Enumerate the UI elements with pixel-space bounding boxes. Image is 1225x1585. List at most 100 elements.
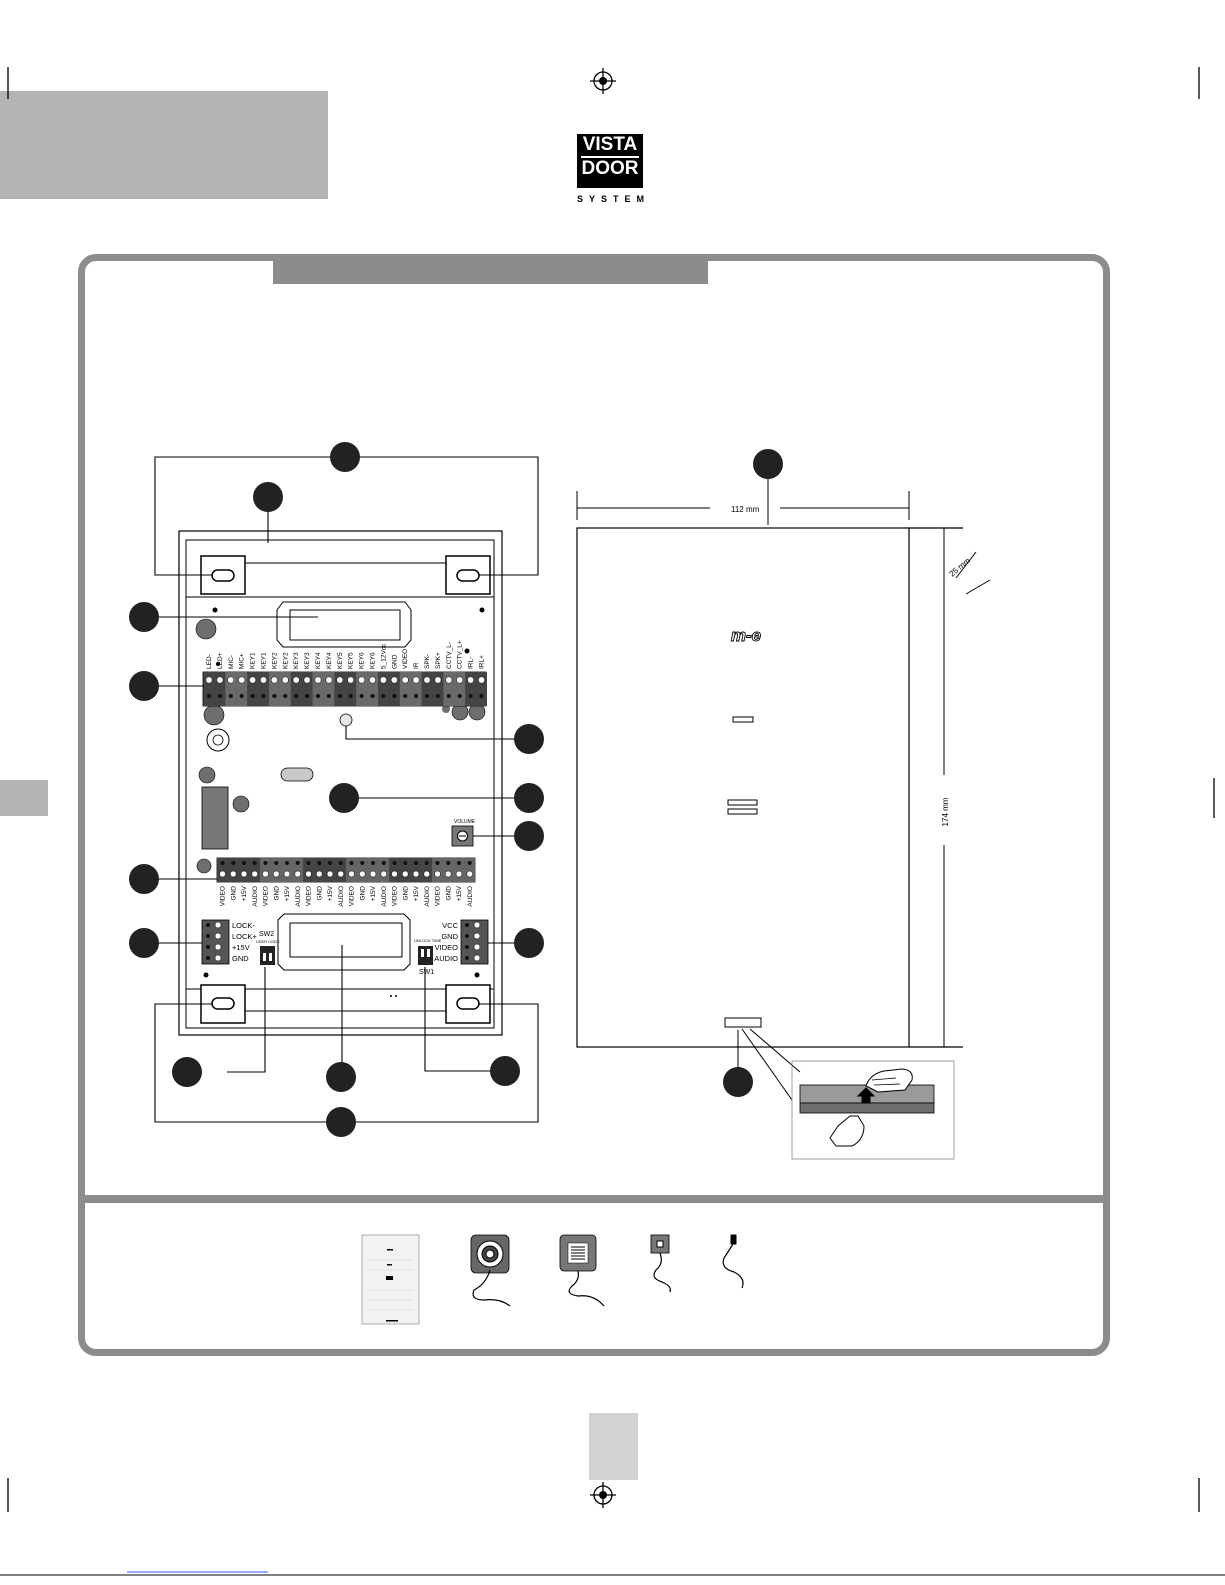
terminal-label: KEY1 xyxy=(261,652,268,669)
terminal-socket xyxy=(272,694,277,698)
terminal-label: VIDEO xyxy=(392,886,399,906)
terminal-socket xyxy=(359,694,364,698)
section-divider xyxy=(78,1195,1110,1203)
terminal-label: AUDIO xyxy=(252,886,259,907)
sw1-sublabel: UNLOCK TIME xyxy=(414,938,442,943)
terminal-screw xyxy=(369,870,377,878)
section-header-bar xyxy=(273,260,708,284)
volume-label: VOLUME xyxy=(454,819,476,825)
terminal-label: KEY2 xyxy=(282,652,289,669)
terminal-socket xyxy=(414,861,418,865)
terminal-screw xyxy=(423,676,431,684)
terminal-socket xyxy=(457,861,461,865)
terminal-socket xyxy=(465,934,469,938)
terminal-label: VIDEO xyxy=(402,649,409,669)
width-dimension xyxy=(576,479,910,525)
terminal-screw xyxy=(270,676,278,684)
volume-knob[interactable] xyxy=(451,825,474,847)
terminal-socket xyxy=(206,934,210,938)
terminal-socket xyxy=(424,861,429,865)
angle-label: 25 mm xyxy=(948,556,973,579)
terminal-screw xyxy=(219,870,226,878)
terminal-screw xyxy=(273,870,280,878)
terminal-socket xyxy=(228,694,233,698)
terminal-label: LED+ xyxy=(217,652,224,669)
terminal-screw xyxy=(214,921,222,929)
terminal-label: AUDIO xyxy=(467,886,474,907)
terminal-screw xyxy=(260,676,267,684)
terminal-socket xyxy=(465,945,469,949)
terminal-label: GND xyxy=(402,886,409,901)
terminal-socket xyxy=(465,956,469,960)
terminal-screw xyxy=(240,870,248,878)
terminal-label: KEY1 xyxy=(250,652,257,669)
terminal-socket xyxy=(283,694,288,698)
terminal-label: GND xyxy=(273,886,280,901)
terminal-screw xyxy=(281,676,289,684)
terminal-screw xyxy=(262,870,269,878)
sw1-dip-switch[interactable] xyxy=(418,946,433,965)
terminal-screw xyxy=(303,676,311,684)
terminal-label: KEY3 xyxy=(304,652,311,669)
terminal-label: IRL+ xyxy=(479,655,486,669)
terminal-socket xyxy=(371,861,375,865)
terminal-screw xyxy=(205,676,213,684)
bottom-window xyxy=(277,913,411,971)
side-grey-tab xyxy=(0,780,48,816)
terminal-screw xyxy=(283,870,291,878)
terminal-screw xyxy=(336,676,344,684)
terminal-socket xyxy=(465,923,469,927)
terminal-socket xyxy=(231,861,236,865)
terminal-socket xyxy=(381,694,386,698)
terminal-label: +15V xyxy=(456,885,463,901)
terminal-screw xyxy=(473,954,481,962)
terminal-label: VIDEO xyxy=(306,886,313,906)
terminal-socket xyxy=(348,694,353,698)
terminal-socket xyxy=(306,861,311,865)
terminal-screw xyxy=(412,870,420,878)
terminal-socket xyxy=(263,861,268,865)
terminal-screw xyxy=(359,870,366,878)
terminal-socket xyxy=(274,861,279,865)
terminal-socket xyxy=(403,861,408,865)
terminal-socket xyxy=(360,861,365,865)
terminal-socket xyxy=(328,861,332,865)
terminal-screw xyxy=(348,870,355,878)
terminal-screw xyxy=(227,676,235,684)
terminal-socket xyxy=(392,861,397,865)
panel-logo: m-e xyxy=(731,626,761,645)
header-grey-block xyxy=(0,91,328,199)
terminal-socket xyxy=(381,861,386,865)
terminal-socket xyxy=(207,694,211,698)
terminal-screw xyxy=(401,676,409,684)
sw2-label: SW2 xyxy=(259,931,274,938)
terminal-label: VIDEO xyxy=(435,886,442,906)
terminal-screw xyxy=(347,676,355,684)
terminal-label: AUDIO xyxy=(424,886,431,907)
terminal-label: +15V xyxy=(413,885,420,901)
terminal-screw xyxy=(478,676,485,684)
terminal-label: KEY5 xyxy=(337,652,344,669)
panel-release-slot[interactable] xyxy=(724,1017,762,1028)
terminal-label: KEY4 xyxy=(315,652,322,669)
terminal-screw xyxy=(292,676,300,684)
leader-lines xyxy=(154,456,539,1123)
terminal-screw xyxy=(230,870,237,878)
height-label: 174 mm xyxy=(941,797,950,826)
bottom-terminal-strip xyxy=(216,857,476,883)
terminal-socket xyxy=(242,861,246,865)
terminal-socket xyxy=(435,694,440,698)
sw2-dip-switch[interactable] xyxy=(260,946,275,965)
terminal-label: SPK+ xyxy=(435,652,442,669)
vista-door-logo: VISTA DOOR xyxy=(577,134,643,188)
terminal-screw xyxy=(423,870,430,878)
terminal-screw xyxy=(294,870,301,878)
terminal-socket xyxy=(349,861,354,865)
terminal-screw xyxy=(456,676,464,684)
terminal-socket xyxy=(446,694,451,698)
terminal-label: LOCK+ xyxy=(232,932,257,941)
